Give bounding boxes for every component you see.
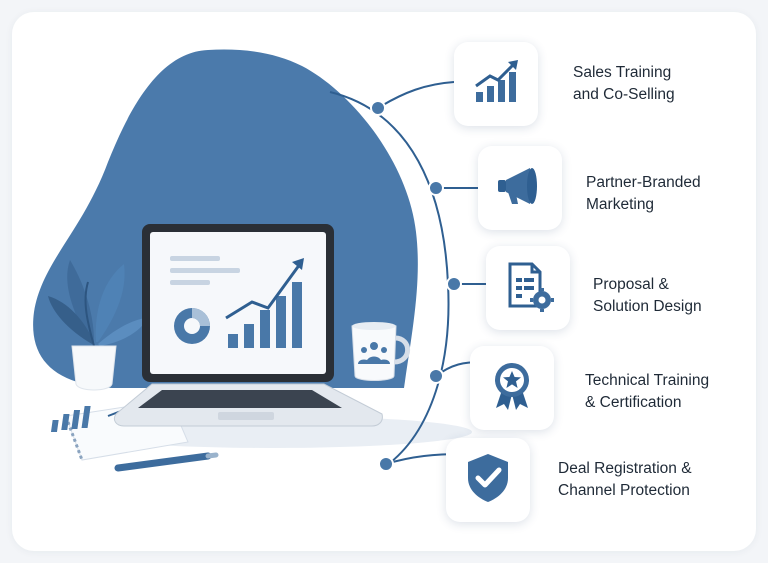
- connector-node: [370, 100, 386, 116]
- feature-label-sales-training: Sales Training and Co-Selling: [573, 64, 675, 103]
- pen-illustration: [114, 452, 219, 472]
- laptop-illustration: [113, 224, 383, 427]
- megaphone-icon: [492, 158, 548, 219]
- mug-illustration: [351, 322, 411, 381]
- connector-node: [446, 276, 462, 292]
- feature-label-deal-registration: Deal Registration & Channel Protection: [558, 460, 692, 499]
- marketing-tile: [478, 146, 562, 230]
- connector-node: [428, 368, 444, 384]
- connector-node: [378, 456, 394, 472]
- connector-nodes: [370, 100, 462, 472]
- feature-label-marketing: Partner-Branded Marketing: [586, 174, 701, 213]
- bar-chart-growth-icon: [468, 54, 524, 115]
- connector-node: [428, 180, 444, 196]
- infographic-card: Sales Training and Co-Selling Partner-Br…: [12, 12, 756, 551]
- feature-label-technical-training: Technical Training & Certification: [585, 372, 710, 411]
- award-ribbon-icon: [484, 358, 540, 419]
- shield-check-icon: [460, 450, 516, 511]
- sales-training-tile: [454, 42, 538, 126]
- proposal-tile: [486, 246, 570, 330]
- plant-illustration: [48, 260, 148, 391]
- document-gear-icon: [500, 258, 556, 319]
- workspace-illustration: [33, 49, 486, 472]
- feature-label-proposal: Proposal & Solution Design: [593, 276, 702, 315]
- deal-registration-tile: [446, 438, 530, 522]
- technical-training-tile: [470, 346, 554, 430]
